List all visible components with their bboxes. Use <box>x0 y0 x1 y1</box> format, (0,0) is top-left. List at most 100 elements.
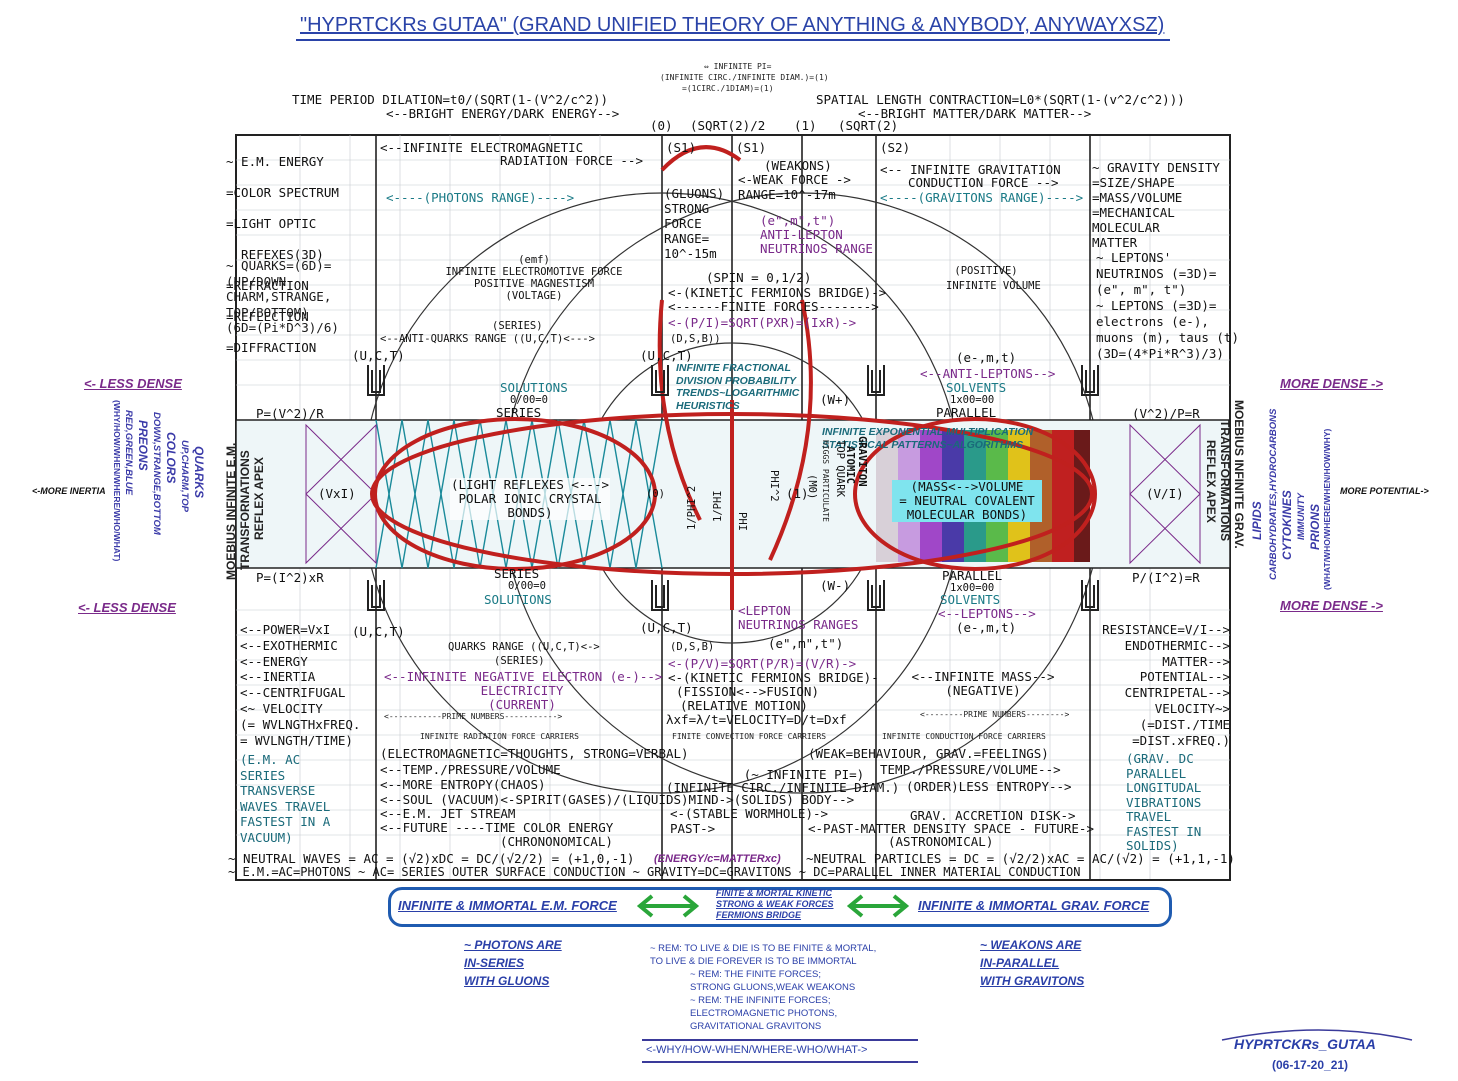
bridge-1: STRONG & WEAK FORCES <box>716 899 834 909</box>
light-reflexes-2: BONDS) <box>507 505 553 520</box>
p-i2: P/(I^2)=R <box>1132 570 1200 585</box>
grav-force-2: CONDUCTION FORCE --> <box>908 175 1059 190</box>
dsb-top: (D,S,B)) <box>670 333 721 345</box>
top-quark-0: TOP QUARK <box>834 440 846 497</box>
grav-dc-block: (GRAV. DC PARALLEL LONGITUDAL VIBRATIONS… <box>1126 751 1202 854</box>
grav-force-bottom: INFINITE & IMMORTAL GRAV. FORCE <box>918 898 1150 913</box>
col-sqrt2-2: (SQRT(2)/2 <box>690 118 766 133</box>
rem-1: TO LIVE & DIE FOREVER IS TO BE IMMORTAL <box>650 956 857 967</box>
bridge-0: FINITE & MORTAL KINETIC <box>716 888 832 898</box>
anti-quarks: <--ANTI-QUARKS RANGE ((U,C,T)<---> <box>380 333 595 345</box>
leptons-3: ~ LEPTONS (=3D)= <box>1096 298 1217 313</box>
neutral-particles: ~NEUTRAL PARTICLES = DC = (√2/2)xAC = AC… <box>806 851 1235 866</box>
resistance-6: (=DIST./TIME <box>1139 716 1230 732</box>
carriers-mid: FINITE CONVECTION FORCE CARRIERS <box>672 732 827 741</box>
spin: (SPIN = 0,1/2) <box>706 270 812 285</box>
quarks-3: TOP/BOTTOM) <box>226 304 309 320</box>
solutions-zero-top: 0/00=0 <box>510 394 548 406</box>
moebius-grav-2: TRANSFORMATIONS <box>1218 420 1232 542</box>
gravity-0: ~ GRAVITY DENSITY <box>1092 160 1220 175</box>
em-ac-1: SERIES <box>240 767 286 783</box>
em-ac-3: WAVES TRAVEL <box>240 798 331 814</box>
gravity-block: ~ GRAVITY DENSITY =SIZE/SHAPE =MASS/VOLU… <box>1092 160 1220 250</box>
inf-pi-0: (~ INFINITE PI=) <box>743 767 865 782</box>
w-minus: (W-) <box>820 578 851 593</box>
future-left: <--FUTURE ----TIME COLOR ENERGY <box>380 820 614 835</box>
left-vert-4: DOWN,STRANGE,BOTTOM <box>151 412 162 535</box>
weak-force-0: <-WEAK FORCE -> <box>738 172 851 187</box>
anti-lepton: (e",m",t") ANTI-LEPTON NEUTRINOS RANGE <box>760 214 873 256</box>
s1-a: (S1) <box>666 140 697 155</box>
signature-date: (06-17-20_21) <box>1272 1058 1349 1072</box>
bridge-2: FERMIONS BRIDGE <box>716 910 802 920</box>
gluons: (GLUONS) STRONG FORCE RANGE= 10^-15m <box>664 186 724 261</box>
series-top: (SERIES) <box>492 320 543 332</box>
left-vert-7: QUARKS <box>192 446 206 499</box>
prime-left: <-----------PRIME NUMBERS-----------> <box>384 712 563 721</box>
emf-block: (emf) INFINITE ELECTROMOTIVE FORCE POSIT… <box>414 254 654 302</box>
fractional-block: INFINITE FRACTIONAL DIVISION PROBABILITY… <box>676 362 799 412</box>
photons-note: ~ PHOTONS ARE IN-SERIES WITH GLUONS <box>464 936 562 990</box>
grav-disk: GRAV. ACCRETION DISK-> <box>910 808 1076 823</box>
left-vert-5: COLORS <box>164 432 178 484</box>
em-energy-5: =REFLECTION <box>226 308 309 324</box>
kinetic-top: <-(KINETIC FERMIONS BRIDGE)-> <box>668 285 887 300</box>
p-over-i: <-(P/I)=SQRT(PXR)=(IxR)-> <box>668 315 857 330</box>
finite-forces: <------FINITE FORCES-------> <box>668 299 879 314</box>
solutions-bot: SOLUTIONS <box>484 592 552 607</box>
em-energy-block: ~ E.M. ENERGY =COLOR SPECTRUM =LIGHT OPT… <box>226 138 339 371</box>
more-entropy: <--MORE ENTROPY(CHAOS) <box>380 777 546 792</box>
grav-dc-1: PARALLEL <box>1126 765 1187 781</box>
solutions-zero-bot: 0/00=0 <box>508 580 546 592</box>
em-energy-3: REFEXES(3D) <box>226 246 324 262</box>
resistance-1: ENDOTHERMIC--> <box>1124 637 1230 653</box>
phi-label-2: PHI <box>736 512 748 531</box>
grav-dc-3: VIBRATIONS <box>1126 794 1202 810</box>
quarks-4: (6D=(Pi*D^3)/6) <box>226 320 339 335</box>
photons-note-2: WITH GLUONS <box>464 974 550 988</box>
em-ac-2: TRANSVERSE <box>240 783 316 798</box>
exponential-0: INFINITE EXPONENTIAL MULTIPLICATION <box>822 426 1034 438</box>
uct-mid-bot: (U,C,T) <box>640 620 693 635</box>
less-dense-bot: <- LESS DENSE <box>78 600 176 615</box>
inf-mass: <--INFINITE MASS--> (NEGATIVE) <box>908 670 1058 698</box>
infinite-pi-line-2: (INFINITE CIRC./INFINITE DIAM.)=(1) <box>660 73 829 82</box>
signature: HYPRTCKRs_GUTAA <box>1234 1036 1376 1052</box>
moebius-grav-3: REFLEX APEX <box>1204 440 1218 523</box>
exponential-1: STATISTICAL PATTERNS~ALGORITHMS <box>822 438 1024 451</box>
lepton-neutrinos: <LEPTON NEUTRINOS RANGES <box>738 604 858 632</box>
em-force-1: <--INFINITE ELECTROMAGNETIC <box>380 140 584 155</box>
weakons-note-2: WITH GRAVITONS <box>980 974 1085 988</box>
col-zero: (0) <box>650 118 673 133</box>
resistance-2: MATTER--> <box>1162 653 1230 669</box>
carriers-left: INFINITE RADIATION FORCE CARRIERS <box>420 732 579 741</box>
bridge-block: FINITE & MORTAL KINETIC STRONG & WEAK FO… <box>716 888 834 921</box>
anti-lepton-0: (e",m",t") <box>760 213 836 228</box>
vxi: (VxI) <box>318 486 356 501</box>
resistance-0: RESISTANCE=V/I--> <box>1102 622 1230 637</box>
positive-vol-1: INFINITE VOLUME <box>946 280 1041 292</box>
prime-right: <--------PRIME NUMBERS--------> <box>920 710 1070 719</box>
phi-label-3: PHI^2 <box>768 470 780 502</box>
left-vert-2: RED,GREEN,BLUE <box>123 410 134 495</box>
quarks-2: CHARM,STRANGE, <box>226 289 332 304</box>
em-energy-6: =DIFFRACTION <box>226 339 317 355</box>
parallel-top: PARALLEL <box>936 405 997 420</box>
more-potential: MORE POTENTIAL-> <box>1340 486 1429 496</box>
past-left: PAST-> <box>670 821 716 836</box>
rem-6: GRAVITATIONAL GRAVITONS <box>690 1021 822 1032</box>
weakons-note: ~ WEAKONS ARE IN-PARALLEL WITH GRAVITONS <box>980 936 1084 990</box>
anti-lepton-2: NEUTRINOS RANGE <box>760 241 873 256</box>
p-v2r: P=(V^2)/R <box>256 406 324 421</box>
solvents-bot: SOLVENTS <box>940 592 1001 607</box>
power-0: <--POWER=VxI <box>240 622 331 637</box>
em-energy-1: =COLOR SPECTRUM <box>226 184 339 200</box>
photons-note-1: IN-SERIES <box>464 956 525 970</box>
inf-pi: (~ INFINITE PI=) <box>704 768 904 781</box>
light-reflexes: (LIGHT REFLEXES <---> POLAR IONIC CRYSTA… <box>450 478 610 520</box>
right-vert-2: CARBOHYDRATES,HYDROCARBONS <box>1268 408 1279 580</box>
rem-4: ~ REM: THE INFINITE FORCES; <box>690 995 831 1006</box>
exponential-block: INFINITE EXPONENTIAL MULTIPLICATION STAT… <box>822 426 1033 451</box>
photons-range: <----(PHOTONS RANGE)----> <box>386 190 575 205</box>
power-6: (= WVLNGTHxFREQ. <box>240 716 361 732</box>
